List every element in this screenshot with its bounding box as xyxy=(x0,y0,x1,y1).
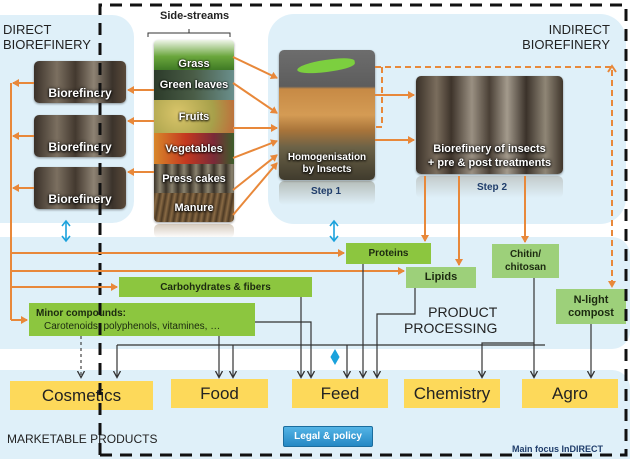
lipids-box: Lipids xyxy=(406,267,476,288)
side-stream-grass: Grass xyxy=(154,40,234,70)
marketable-products-label: MARKETABLE PRODUCTS xyxy=(7,432,158,446)
biorefinery-unit-label: Biorefinery xyxy=(48,140,112,154)
indirect-biorefinery-label: INDIRECT BIOREFINERY xyxy=(522,22,610,52)
biorefinery-unit-label: Biorefinery xyxy=(48,86,112,100)
insect-homogenisation-image: Homogenisation by Insects xyxy=(279,50,375,180)
minor-compounds-box: Minor compounds: Carotenoids, polyphenol… xyxy=(29,303,255,336)
main-focus-label: Main focus InDIRECT xyxy=(512,444,604,454)
side-stream-press-cakes: Press cakes xyxy=(154,164,234,193)
direct-biorefinery-label: DIRECT BIOREFINERY xyxy=(3,22,91,52)
side-streams-title: Side-streams xyxy=(160,10,230,22)
side-stream-vegetables: Vegetables xyxy=(154,133,234,164)
product-processing-label: PRODUCT PROCESSING xyxy=(404,304,498,336)
proteins-box: Proteins xyxy=(346,243,431,264)
insect-biorefinery-image: Biorefinery of insects + pre & post trea… xyxy=(416,76,563,174)
biorefinery-unit-3: Biorefinery xyxy=(34,167,126,209)
side-streams-reflection xyxy=(154,224,234,238)
exchange-processing-markets xyxy=(330,348,340,366)
side-stream-green-leaves: Green leaves xyxy=(154,70,234,100)
legal-policy-button[interactable]: Legal & policy xyxy=(283,426,373,447)
market-chemistry: Chemistry xyxy=(404,379,500,408)
biorefinery-unit-label: Biorefinery xyxy=(48,192,112,206)
market-food: Food xyxy=(171,379,268,408)
step2-caption: Biorefinery of insects + pre & post trea… xyxy=(427,143,552,169)
step1-label: Step 1 xyxy=(311,186,342,197)
grasshopper-icon xyxy=(296,56,356,76)
step1-caption: Homogenisation by Insects xyxy=(287,152,367,175)
market-feed: Feed xyxy=(292,379,388,408)
side-stream-manure: Manure xyxy=(154,193,234,222)
market-cosmetics: Cosmetics xyxy=(10,381,153,410)
minor-compounds-items: Carotenoids, polyphenols, vitamines, … xyxy=(44,320,221,332)
step2-label: Step 2 xyxy=(477,182,508,193)
carbohydrates-fibers-box: Carbohydrates & fibers xyxy=(119,277,312,297)
side-stream-fruits: Fruits xyxy=(154,100,234,133)
market-agro: Agro xyxy=(522,379,618,408)
biorefinery-unit-2: Biorefinery xyxy=(34,115,126,157)
chitin-chitosan-box: Chitin/ chitosan xyxy=(492,244,559,278)
biorefinery-unit-1: Biorefinery xyxy=(34,61,126,103)
side-streams-stack: Grass Green leaves Fruits Vegetables Pre… xyxy=(154,40,234,222)
minor-compounds-title: Minor compounds: xyxy=(36,307,126,319)
side-streams-bracket xyxy=(147,29,231,37)
n-light-compost-box: N-light compost xyxy=(556,289,626,324)
